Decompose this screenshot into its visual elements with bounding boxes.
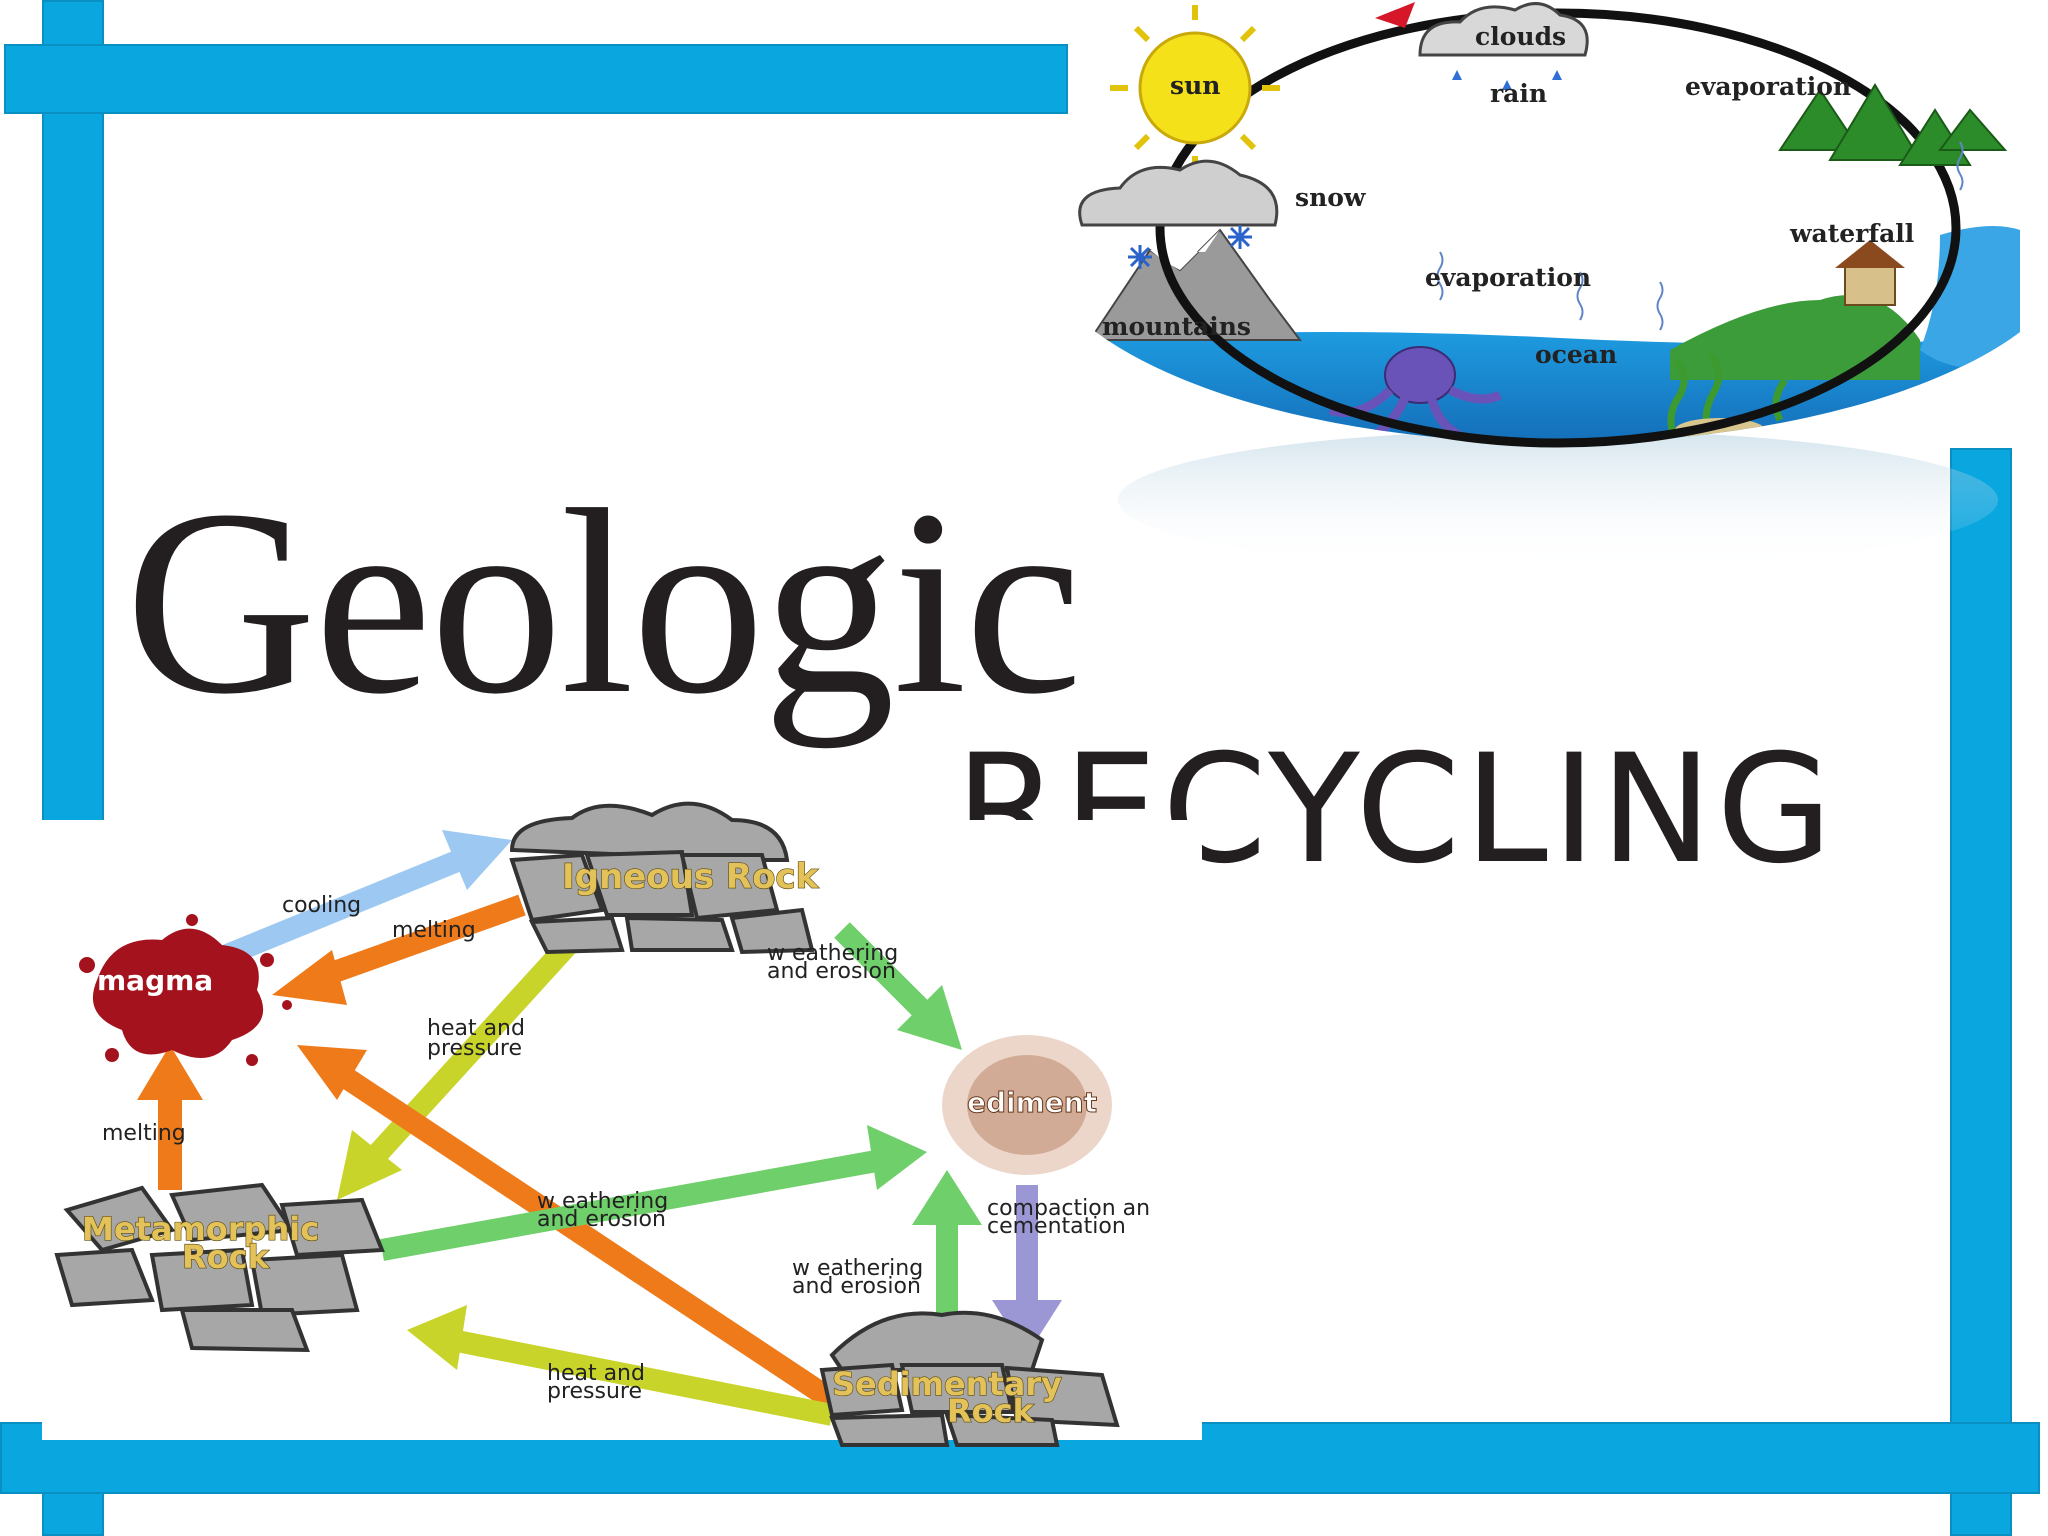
water-cycle-reflection (1118, 430, 1998, 560)
arrow-melting-diagonal (297, 1045, 839, 1410)
label-melting-left: melting (102, 1121, 186, 1146)
sediment-icon (942, 1035, 1112, 1175)
label-mountains: mountains (1102, 312, 1251, 341)
metamorphic-rock-icon (54, 1182, 385, 1353)
label-compaction-a: compaction an (987, 1196, 1150, 1221)
label-weathering-2a: w eathering (537, 1189, 668, 1214)
snow-cloud-icon (1078, 159, 1279, 227)
label-snow: snow (1295, 183, 1367, 212)
island (1670, 295, 1920, 380)
frame-bar-right (1950, 448, 2012, 1536)
arrow-compaction (992, 1185, 1062, 1355)
label-weathering-3b: and erosion (792, 1274, 921, 1299)
cloud-icon (1418, 2, 1589, 57)
label-ocean: ocean (1535, 340, 1617, 369)
label-melting-top: melting (392, 918, 476, 943)
label-sedimentary-2: Rock (947, 1392, 1035, 1430)
waterfall (1920, 226, 2020, 368)
house-icon (1835, 240, 1905, 306)
label-compaction-b: cementation (987, 1214, 1126, 1239)
trees-icon (1778, 83, 2008, 166)
label-metamorphic-1: Metamorphic (82, 1210, 319, 1248)
label-weathering-3a: w eathering (792, 1256, 923, 1281)
slide-title: Geologic (125, 456, 1082, 749)
rain-drops (1452, 70, 1562, 90)
label-heat-pressure-2b: pressure (547, 1379, 642, 1404)
arrow-weathering-1 (834, 922, 962, 1050)
label-heat-pressure-2a: heat and (547, 1361, 645, 1386)
water-cycle-illustration: sun clouds rain evaporation snow waterfa… (1060, 2, 2048, 560)
frame-bar-top (4, 44, 1068, 114)
arrow-heat-pressure-2 (407, 1305, 835, 1426)
label-heat-pressure-1b: pressure (427, 1036, 522, 1061)
arrow-weathering-2 (380, 1125, 927, 1261)
label-weathering-1b: and erosion (767, 959, 896, 984)
label-magma: magma (97, 964, 213, 997)
label-sediment: ediment (967, 1086, 1097, 1119)
arrow-melting-left (137, 1045, 203, 1190)
label-sedimentary-1: Sedimentary (832, 1365, 1062, 1403)
rock-cycle-diagram: Igneous Rock Metamorphic Rock Sedimentar… (42, 801, 1202, 1447)
label-evaporation-mid: evaporation (1425, 263, 1591, 292)
sedimentary-rock-icon (819, 1310, 1120, 1447)
label-cooling: cooling (282, 893, 361, 918)
label-weathering-1a: w eathering (767, 941, 898, 966)
label-heat-pressure-1a: heat and (427, 1016, 525, 1041)
igneous-rock-icon (509, 801, 815, 955)
label-igneous-rock: Igneous Rock (562, 857, 820, 897)
cycle-arrow-head (1375, 2, 1415, 28)
arrow-cooling (222, 830, 512, 966)
sun-icon (1110, 5, 1280, 172)
label-metamorphic-2: Rock (182, 1238, 270, 1276)
label-waterfall: waterfall (1789, 219, 1914, 248)
label-weathering-2b: and erosion (537, 1207, 666, 1232)
magma-icon (79, 914, 292, 1066)
label-rain: rain (1490, 79, 1547, 108)
label-clouds: clouds (1475, 22, 1566, 51)
label-sun: sun (1170, 71, 1220, 100)
evaporation-waves (1436, 141, 1964, 331)
arrow-melting-top (272, 894, 526, 1005)
snowflake-icon (1128, 225, 1252, 269)
label-evaporation-top: evaporation (1685, 72, 1851, 101)
ocean-water (1060, 331, 2048, 443)
